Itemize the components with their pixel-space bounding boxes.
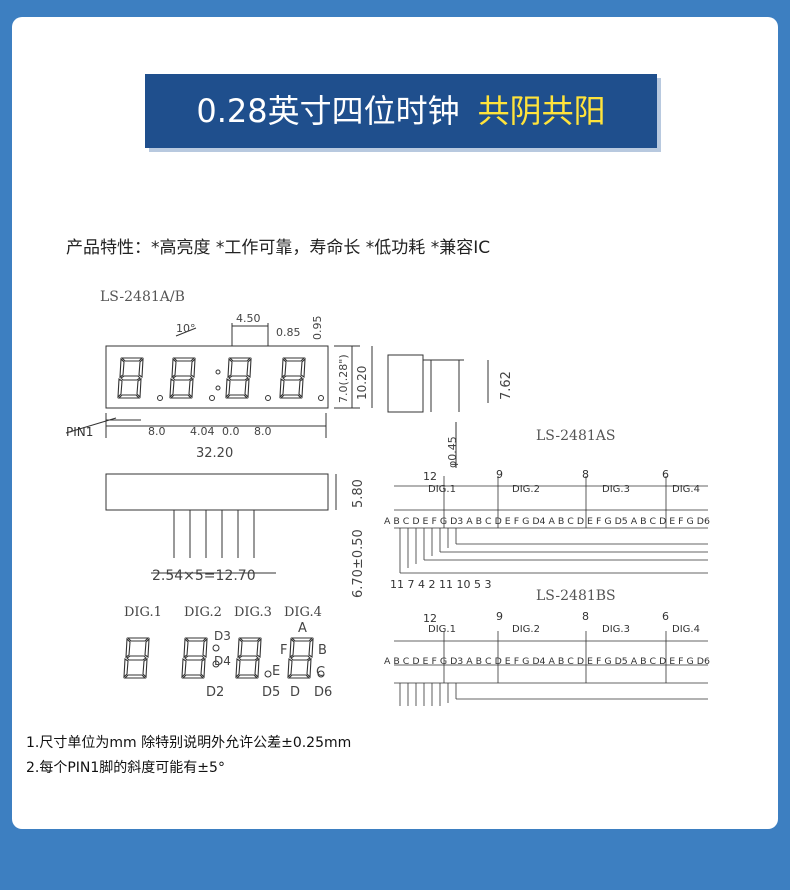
dim-00: 0.0	[222, 425, 240, 438]
as-pin-12: 12	[423, 470, 437, 483]
pin1-label: PIN1	[66, 425, 93, 439]
as-pin-8: 8	[582, 468, 589, 481]
bs-dig3: DIG.3	[602, 624, 630, 635]
seg-d: D	[290, 685, 300, 700]
dim-3220: 32.20	[196, 446, 233, 461]
bs-dig2: DIG.2	[512, 624, 540, 635]
as-dig2: DIG.2	[512, 484, 540, 495]
note-2: 2.每个PIN1脚的斜度可能有±5°	[26, 760, 225, 776]
model-as: LS-2481AS	[536, 428, 615, 444]
dim-1020: 10.20	[355, 366, 369, 400]
model-top: LS-2481A/B	[100, 289, 185, 305]
dim-580: 5.80	[351, 479, 366, 508]
as-pin-9: 9	[496, 468, 503, 481]
seg-d3: D3	[214, 629, 231, 643]
seg-b: B	[318, 643, 327, 658]
side-view	[387, 354, 489, 468]
bs-dig1: DIG.1	[428, 624, 456, 635]
seg-d2: D2	[206, 685, 224, 700]
dim-404: 4.04	[190, 425, 215, 438]
bs-pin-6: 6	[662, 610, 669, 623]
bs-seg-row: A B C D E F G D3 A B C D E F G D4 A B C …	[384, 657, 710, 667]
as-pin-6: 6	[662, 468, 669, 481]
datasheet-drawing: 产品特性：*高亮度 *工作可靠，寿命长 *低功耗 *兼容IC LS-2481A/…	[65, 238, 710, 706]
bs-pin-8: 8	[582, 610, 589, 623]
seg-f: F	[280, 643, 287, 658]
dim-085: 0.85	[276, 326, 301, 339]
dim-095: 0.95	[311, 316, 324, 341]
as-pins-bottom: 11 7 4 2 11 10 5 3	[390, 578, 491, 591]
bs-dig4: DIG.4	[672, 624, 700, 635]
digit-diagram	[123, 637, 325, 679]
dig3-label: DIG.3	[234, 605, 272, 620]
bottom-view	[105, 473, 337, 574]
dim-670: 6.70±0.50	[351, 529, 366, 598]
dim-450: 4.50	[236, 312, 261, 325]
as-dig4: DIG.4	[672, 484, 700, 495]
dim-762: 7.62	[499, 371, 514, 400]
dim-700: 7.0(.28")	[337, 354, 350, 403]
dim-80b: 8.0	[254, 425, 272, 438]
dig1-label: DIG.1	[124, 605, 162, 620]
seg-d6: D6	[314, 685, 332, 700]
seg-e: E	[272, 664, 280, 679]
seg-d5: D5	[262, 685, 280, 700]
dim-80a: 8.0	[148, 425, 166, 438]
schematic-as	[394, 476, 708, 574]
dim-angle: 10°	[176, 322, 196, 335]
model-bs: LS-2481BS	[536, 588, 616, 604]
banner-title-highlight: 共阴共阳	[477, 92, 606, 130]
content-card	[12, 17, 778, 829]
features-text: 产品特性：*高亮度 *工作可靠，寿命长 *低功耗 *兼容IC	[66, 238, 490, 258]
seg-a: A	[298, 621, 307, 636]
dim-045: φ0.45	[446, 436, 459, 468]
dig4-label: DIG.4	[284, 605, 322, 620]
front-view	[65, 323, 373, 438]
as-dig1: DIG.1	[428, 484, 456, 495]
seg-d4: D4	[214, 654, 231, 668]
as-seg-row: A B C D E F G D3 A B C D E F G D4 A B C …	[384, 517, 710, 527]
bs-pin-12: 12	[423, 612, 437, 625]
dim-pitch: 2.54×5=12.70	[152, 568, 256, 584]
bs-pin-9: 9	[496, 610, 503, 623]
banner-title-main: 0.28英寸四位时钟	[196, 92, 460, 130]
as-dig3: DIG.3	[602, 484, 630, 495]
seg-c: C	[316, 665, 325, 680]
banner-title: 0.28英寸四位时钟共阴共阳	[145, 74, 657, 148]
dig2-label: DIG.2	[184, 605, 222, 620]
title-banner: 0.28英寸四位时钟共阴共阳	[145, 74, 657, 148]
note-1: 1.尺寸单位为mm 除特别说明外允许公差±0.25mm	[26, 735, 352, 751]
